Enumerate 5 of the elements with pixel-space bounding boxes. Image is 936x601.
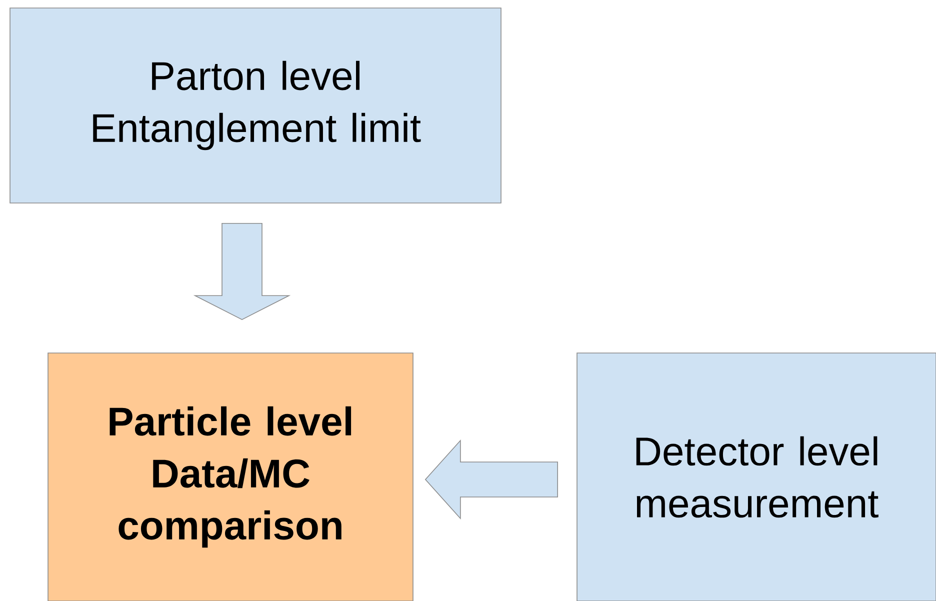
process-box: Detector level measurement xyxy=(576,352,936,601)
block-arrow xyxy=(193,223,291,320)
highlighted-box: Particle level Data/MC comparison xyxy=(48,352,414,601)
process-box: Parton level Entanglement limit xyxy=(10,8,502,204)
block-arrow xyxy=(424,439,558,520)
